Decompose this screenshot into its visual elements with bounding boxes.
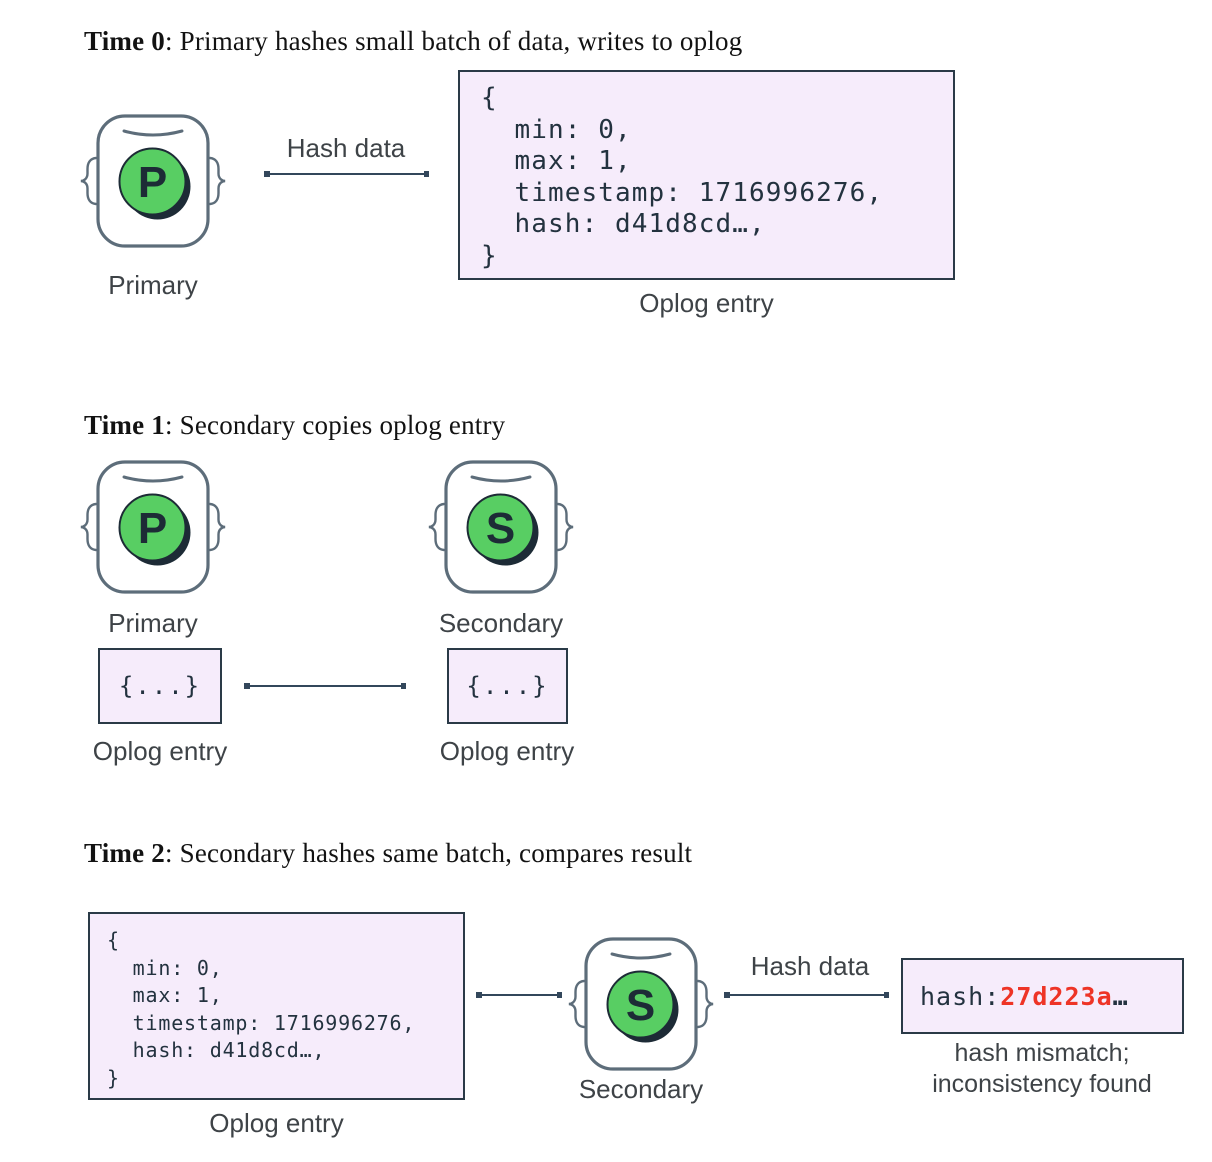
code-line: { <box>107 928 120 952</box>
secondary-node-label: Secondary <box>438 608 564 638</box>
code-line: max: 1, <box>481 146 632 176</box>
green-circle <box>118 493 187 562</box>
node-letter: S <box>626 981 655 1030</box>
time0-heading-bold: Time 0 <box>84 26 165 56</box>
green-circle <box>118 147 187 216</box>
time2-heading: Time 2: Secondary hashes same batch, com… <box>84 838 692 869</box>
left-brace-icon <box>80 156 98 206</box>
code-line: hash: d41d8cd…, <box>481 209 766 239</box>
hash-prefix: hash: <box>920 981 1001 1011</box>
code-line: hash: d41d8cd…, <box>107 1038 326 1062</box>
time2-heading-bold: Time 2 <box>84 838 165 868</box>
time2-heading-rest: : Secondary hashes same batch, compares … <box>164 838 693 868</box>
code-line: min: 0, <box>481 114 632 145</box>
primary-node-label: Primary <box>108 608 198 638</box>
left-brace-icon <box>80 502 98 552</box>
database-node-icon: S <box>568 937 714 1071</box>
database-node-icon: S <box>428 460 574 594</box>
primary-node-label: Primary <box>108 270 198 300</box>
caption-line-2: inconsistency found <box>932 1070 1152 1098</box>
time0-heading: Time 0: Primary hashes small batch of da… <box>84 26 742 57</box>
right-brace-icon <box>208 502 226 552</box>
code-line: { <box>481 83 498 113</box>
node-top-arc <box>122 129 184 137</box>
code-line: } <box>481 240 498 271</box>
oplog-mini-box-left: {...} <box>98 648 222 724</box>
green-circle <box>606 970 675 1039</box>
caption-line-1: hash mismatch; <box>954 1039 1130 1067</box>
secondary-node-label: Secondary <box>578 1074 704 1104</box>
oplog-entry-label-2: Oplog entry <box>209 1108 344 1138</box>
code-line: } <box>107 1065 120 1090</box>
code-line: timestamp: 1716996276, <box>481 177 884 208</box>
hash-result-box: hash: 27d223a… <box>901 958 1184 1034</box>
node-top-arc <box>122 475 184 483</box>
green-circle <box>466 493 535 562</box>
database-node-icon: P <box>80 114 226 248</box>
time1-heading-bold: Time 1 <box>84 410 165 440</box>
oplog-entry-box-2: { min: 0, max: 1, timestamp: 1716996276,… <box>88 912 465 1100</box>
node-letter: S <box>486 504 515 553</box>
hash-data-label-0: Hash data <box>286 133 406 163</box>
oplog-entry-label-0: Oplog entry <box>639 288 774 318</box>
primary-node-icon: P <box>80 458 226 598</box>
primary-node-icon: P <box>80 112 226 252</box>
code-line: min: 0, <box>107 955 223 980</box>
node-top-arc <box>610 952 672 960</box>
oplog-mini-box-right: {...} <box>447 648 568 724</box>
node-top-arc <box>470 475 532 483</box>
right-brace-icon <box>696 979 714 1029</box>
secondary-node-icon: S <box>568 935 714 1075</box>
secondary-node-icon: S <box>428 458 574 598</box>
oplog-entry-box-0: { min: 0, max: 1, timestamp: 1716996276,… <box>458 70 955 280</box>
connector-line-1 <box>244 683 406 689</box>
right-brace-icon <box>208 156 226 206</box>
time1-heading-rest: : Secondary copies oplog entry <box>164 410 506 440</box>
connector-line-2a <box>476 992 562 998</box>
hash-mismatch-value: 27d223a <box>1000 981 1113 1011</box>
left-brace-icon <box>428 502 446 552</box>
right-brace-icon <box>556 502 574 552</box>
time1-heading: Time 1: Secondary copies oplog entry <box>84 410 505 441</box>
database-node-icon: P <box>80 460 226 594</box>
code-line: max: 1, <box>107 983 223 1007</box>
time0-heading-rest: : Primary hashes small batch of data, wr… <box>164 26 743 56</box>
node-letter: P <box>138 504 167 553</box>
connector-line-2b <box>724 992 889 998</box>
hash-data-label-2: Hash data <box>750 951 870 981</box>
connector-line-0 <box>264 171 429 177</box>
oplog-entry-label-left: Oplog entry <box>92 736 228 766</box>
hash-mismatch-caption: hash mismatch; inconsistency found <box>890 1038 1194 1100</box>
left-brace-icon <box>568 979 586 1029</box>
hash-ellipsis: … <box>1112 981 1129 1011</box>
oplog-entry-label-right: Oplog entry <box>439 736 575 766</box>
code-line: timestamp: 1716996276, <box>107 1010 416 1035</box>
node-letter: P <box>138 158 167 207</box>
